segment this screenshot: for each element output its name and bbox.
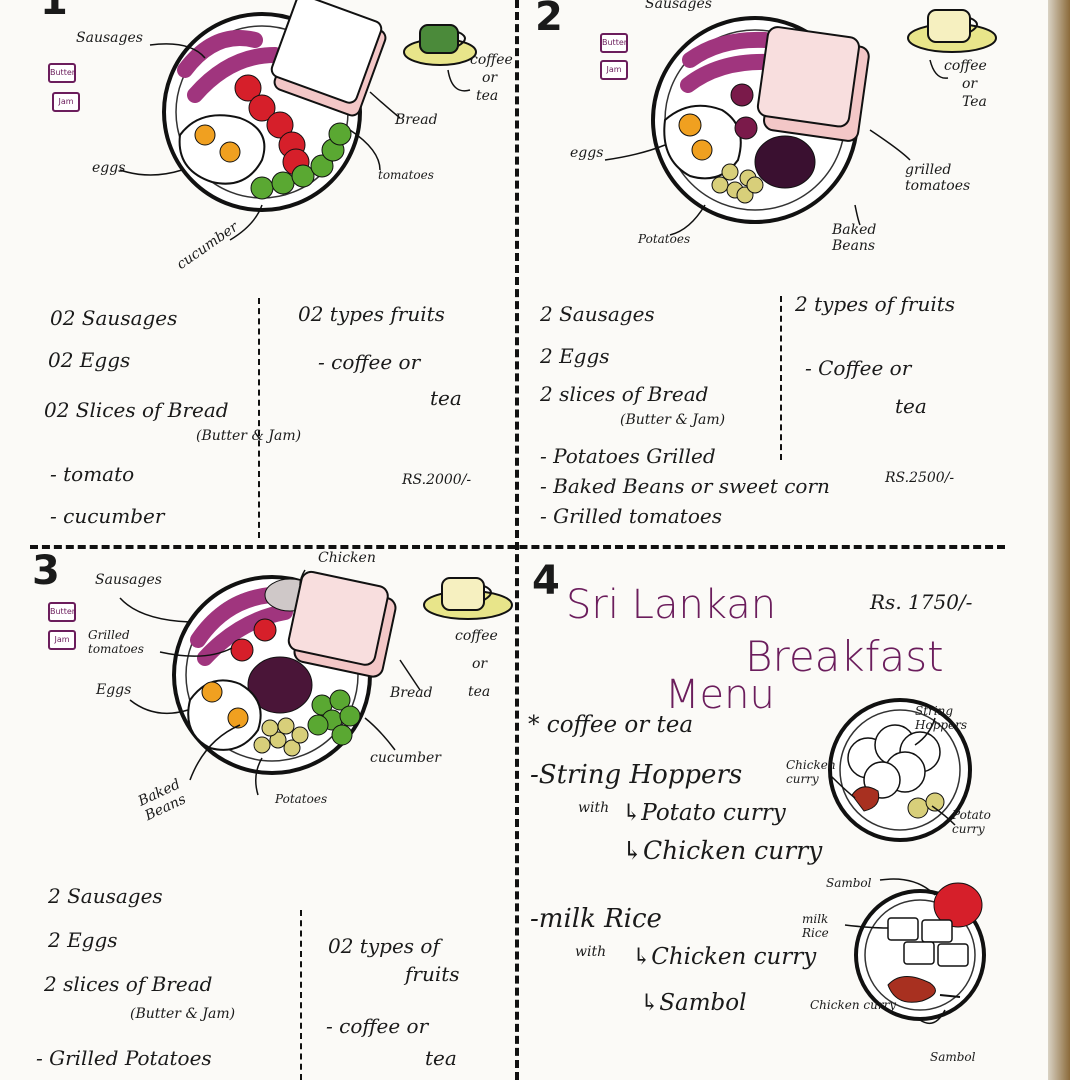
- label-coffee-1: coffee: [470, 52, 513, 68]
- s2-item-sausages: 2 Sausages: [540, 302, 655, 326]
- s4-item-chicken-curry-1: ↳Chicken curry: [622, 836, 823, 865]
- s3-item-sausages: 2 Sausages: [48, 884, 163, 908]
- s2-item-eggs: 2 Eggs: [540, 344, 610, 368]
- s4-item-string-hoppers: -String Hoppers: [530, 760, 743, 790]
- s2-price: RS.2500/-: [885, 470, 955, 486]
- label-tomatoes-1: tomatoes: [378, 168, 434, 182]
- label-baked-beans-2: Baked Beans: [832, 222, 877, 254]
- label-eggs-3: Eggs: [96, 682, 132, 698]
- section-number-1: 1: [40, 0, 68, 24]
- label-coffee-2: coffee: [944, 58, 987, 74]
- plate-label-milk-rice: milk Rice: [802, 912, 829, 940]
- jam-badge-2: Jam: [600, 60, 628, 80]
- s1-item-fruits: 02 types fruits: [298, 302, 445, 326]
- plate-1-illustration: [119, 0, 477, 241]
- s3-item-bread: 2 slices of Bread: [44, 972, 213, 996]
- label-grilled-tomatoes-2: grilled tomatoes: [905, 162, 971, 194]
- plate-2-illustration: [604, 9, 997, 236]
- label-or-3: or: [472, 656, 488, 672]
- s3-item-coffee: - coffee or: [326, 1014, 429, 1038]
- s2-column-divider: [780, 296, 782, 460]
- label-baked-beans-3: Baked Beans: [135, 776, 189, 825]
- label-eggs-1: eggs: [92, 160, 126, 176]
- plate-3-illustration: [119, 569, 513, 796]
- s1-item-butter-jam: (Butter & Jam): [196, 428, 302, 444]
- label-sausages-2: Sausages: [645, 0, 712, 12]
- s3-item-grilled-potatoes: - Grilled Potatoes: [36, 1046, 212, 1070]
- plate-label-string-hoppers: String Hoppers: [915, 704, 968, 732]
- s1-item-tomato: - tomato: [50, 462, 135, 486]
- s4-item-milk-rice: -milk Rice: [530, 904, 662, 934]
- s3-item-tea: tea: [425, 1046, 457, 1070]
- label-cucumber-3: cucumber: [370, 750, 441, 766]
- s2-item-fruits: 2 types of fruits: [795, 292, 956, 316]
- label-sausages-1: Sausages: [76, 30, 143, 46]
- s4-item-potato-curry: ↳Potato curry: [622, 800, 786, 826]
- s2-item-butter-jam: (Butter & Jam): [620, 412, 726, 428]
- label-tea-3: tea: [468, 684, 491, 700]
- vertical-divider: [515, 0, 519, 1080]
- s3-item-fruits: 02 types of: [328, 934, 440, 958]
- label-tea-2: Tea: [962, 94, 987, 110]
- label-cucumber-1: cucumber: [173, 219, 242, 273]
- s3-item-butter-jam: (Butter & Jam): [130, 1006, 236, 1022]
- plate-label-chicken-curry: Chicken curry: [786, 758, 836, 786]
- label-chicken-3: Chicken: [318, 550, 376, 566]
- butter-badge: Butter: [48, 63, 76, 83]
- butter-badge-3: Butter: [48, 602, 76, 622]
- s2-item-baked-beans: - Baked Beans or sweet corn: [540, 474, 830, 498]
- sri-lankan-title-line2: Breakfast: [745, 632, 944, 681]
- s4-item-sambol: ↳Sambol: [640, 990, 747, 1016]
- jam-badge-3: Jam: [48, 630, 76, 650]
- s4-with-2: with: [575, 944, 607, 960]
- butter-badge-2: Butter: [600, 33, 628, 53]
- label-grilled-tomatoes-3: Grilled tomatoes: [88, 628, 144, 656]
- s1-item-sausages: 02 Sausages: [50, 306, 178, 330]
- label-coffee-3: coffee: [455, 628, 498, 644]
- label-bread-3: Bread: [390, 685, 433, 701]
- label-potatoes-3: Potatoes: [275, 792, 328, 806]
- s3-item-eggs: 2 Eggs: [48, 928, 118, 952]
- label-potatoes-2: Potatoes: [638, 232, 691, 246]
- s4-with-1: with: [578, 800, 610, 816]
- sri-lankan-title-line3: Menu: [665, 672, 775, 718]
- label-bread-1: Bread: [395, 112, 438, 128]
- label-or-2: or: [962, 76, 978, 92]
- plate-label-chicken-curry-2: Chicken curry: [810, 998, 897, 1012]
- s1-column-divider: [258, 298, 260, 538]
- s2-item-bread: 2 slices of Bread: [540, 382, 709, 406]
- s4-price: Rs. 1750/-: [870, 590, 973, 614]
- label-or-1: or: [482, 70, 498, 86]
- section-number-4: 4: [532, 558, 560, 604]
- s1-item-tea: tea: [430, 386, 462, 410]
- s3-column-divider: [300, 910, 302, 1080]
- plate-label-sambol: Sambol: [826, 876, 872, 890]
- section-number-3: 3: [32, 548, 60, 594]
- sri-lankan-plates-illustration: [828, 698, 986, 1025]
- s2-item-potatoes: - Potatoes Grilled: [540, 444, 716, 468]
- s1-item-eggs: 02 Eggs: [48, 348, 131, 372]
- s2-item-coffee: - Coffee or: [805, 356, 912, 380]
- s4-item-chicken-curry-2: ↳Chicken curry: [632, 944, 817, 970]
- plate-label-sambol-2: Sambol: [930, 1050, 976, 1064]
- label-sausages-3: Sausages: [95, 572, 162, 588]
- s2-item-tea: tea: [895, 394, 927, 418]
- s3-item-fruits-cont: fruits: [405, 962, 460, 986]
- s1-item-bread: 02 Slices of Bread: [44, 398, 229, 422]
- s1-item-cucumber: - cucumber: [50, 504, 165, 528]
- section-number-2: 2: [535, 0, 563, 40]
- s1-price: RS.2000/-: [402, 472, 472, 488]
- page-edge: [1048, 0, 1070, 1080]
- jam-badge: Jam: [52, 92, 80, 112]
- label-tea-1: tea: [476, 88, 499, 104]
- sri-lankan-title-line1: Sri Lankan: [566, 582, 777, 628]
- s1-item-coffee: - coffee or: [318, 350, 421, 374]
- s2-item-grilled-tomatoes: - Grilled tomatoes: [540, 504, 722, 528]
- s4-item-coffee: * coffee or tea: [528, 712, 694, 738]
- label-eggs-2: eggs: [570, 145, 604, 161]
- plate-label-potato-curry: Potato curry: [952, 808, 991, 836]
- horizontal-divider: [30, 545, 1005, 549]
